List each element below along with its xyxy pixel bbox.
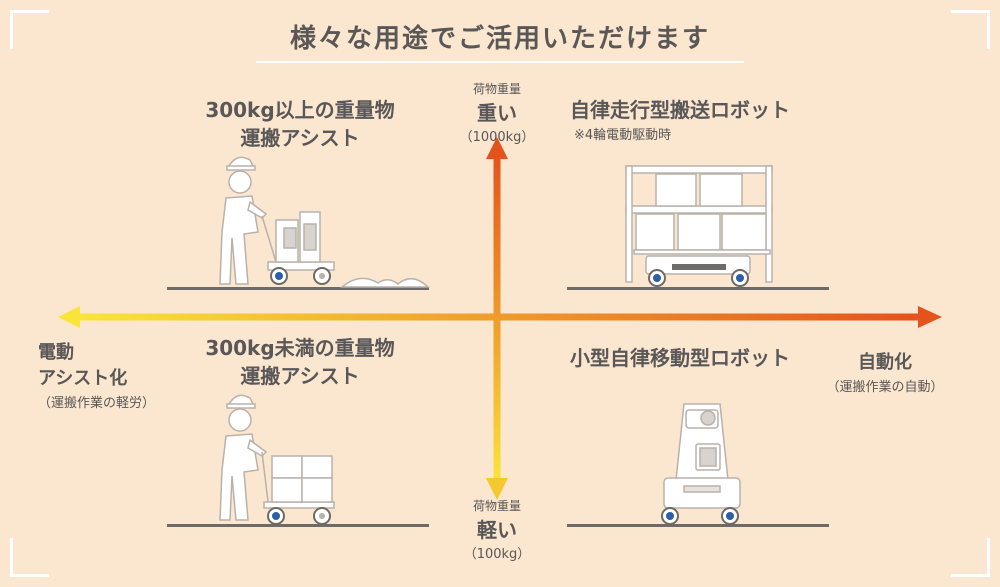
axis-bottom-label: 荷物重量 軽い （100kg） — [447, 497, 547, 562]
quadrant-top-right-line1: 自律走行型搬送ロボット — [570, 98, 790, 122]
corner-mark-top-right — [951, 10, 990, 49]
ground-line-top-left — [167, 287, 429, 290]
ground-line-bottom-right — [567, 524, 829, 527]
axis-right-sub: （運搬作業の自動） — [826, 380, 944, 395]
rack-robot-illustration — [625, 165, 773, 287]
quadrant-bottom-left-line2: 運搬アシスト — [240, 364, 360, 388]
quadrant-top-right-note: ※4輪電動駆動時 — [574, 128, 672, 143]
quadrant-top-left-line1: 300kg以上の重量物 — [205, 98, 395, 122]
quadrant-top-right-heading: 自律走行型搬送ロボット ※4輪電動駆動時 — [570, 96, 830, 143]
axis-bottom-big: 軽い — [477, 518, 517, 542]
axis-left-line2: アシスト化 — [38, 368, 128, 389]
worker-light-cart-illustration — [219, 394, 335, 525]
quadrant-bottom-right-heading: 小型自律移動型ロボット — [570, 344, 830, 372]
axis-top-small: 荷物重量 — [472, 82, 521, 96]
quadrant-top-left-line2: 運搬アシスト — [240, 126, 360, 150]
quadrant-bottom-left-heading: 300kg未満の重量物 運搬アシスト — [180, 334, 420, 390]
axis-left-sub: （運搬作業の軽労） — [38, 396, 156, 411]
axis-bottom-sub: （100kg） — [463, 547, 531, 562]
corner-mark-top-left — [10, 10, 49, 49]
axis-top-big: 重い — [477, 101, 517, 125]
ground-line-bottom-left — [167, 524, 429, 527]
worker-heavy-cart-illustration — [219, 156, 430, 288]
ground-line-top-right — [567, 287, 829, 290]
axis-left-line1: 電動 — [38, 342, 74, 363]
corner-mark-bottom-right — [951, 538, 990, 577]
axis-top-label: 荷物重量 重い （1000kg） — [447, 80, 547, 145]
quadrant-top-left-heading: 300kg以上の重量物 運搬アシスト — [180, 96, 420, 152]
page-title: 様々な用途でご活用いただけます — [289, 24, 710, 54]
axis-right-big: 自動化 — [858, 352, 912, 373]
vertical-axis-arrow — [486, 137, 508, 500]
quadrant-bottom-right-line1: 小型自律移動型ロボット — [570, 346, 790, 370]
title-underline — [256, 61, 744, 63]
small-robot-illustration — [661, 403, 741, 525]
axis-left-label: 電動 アシスト化 （運搬作業の軽労） — [38, 340, 178, 411]
axis-top-sub: （1000kg） — [459, 130, 535, 145]
axis-right-label: 自動化 （運搬作業の自動） — [810, 350, 960, 395]
quadrant-bottom-left-line1: 300kg未満の重量物 — [205, 336, 395, 360]
corner-mark-bottom-left — [10, 538, 49, 577]
axis-bottom-small: 荷物重量 — [472, 499, 521, 513]
